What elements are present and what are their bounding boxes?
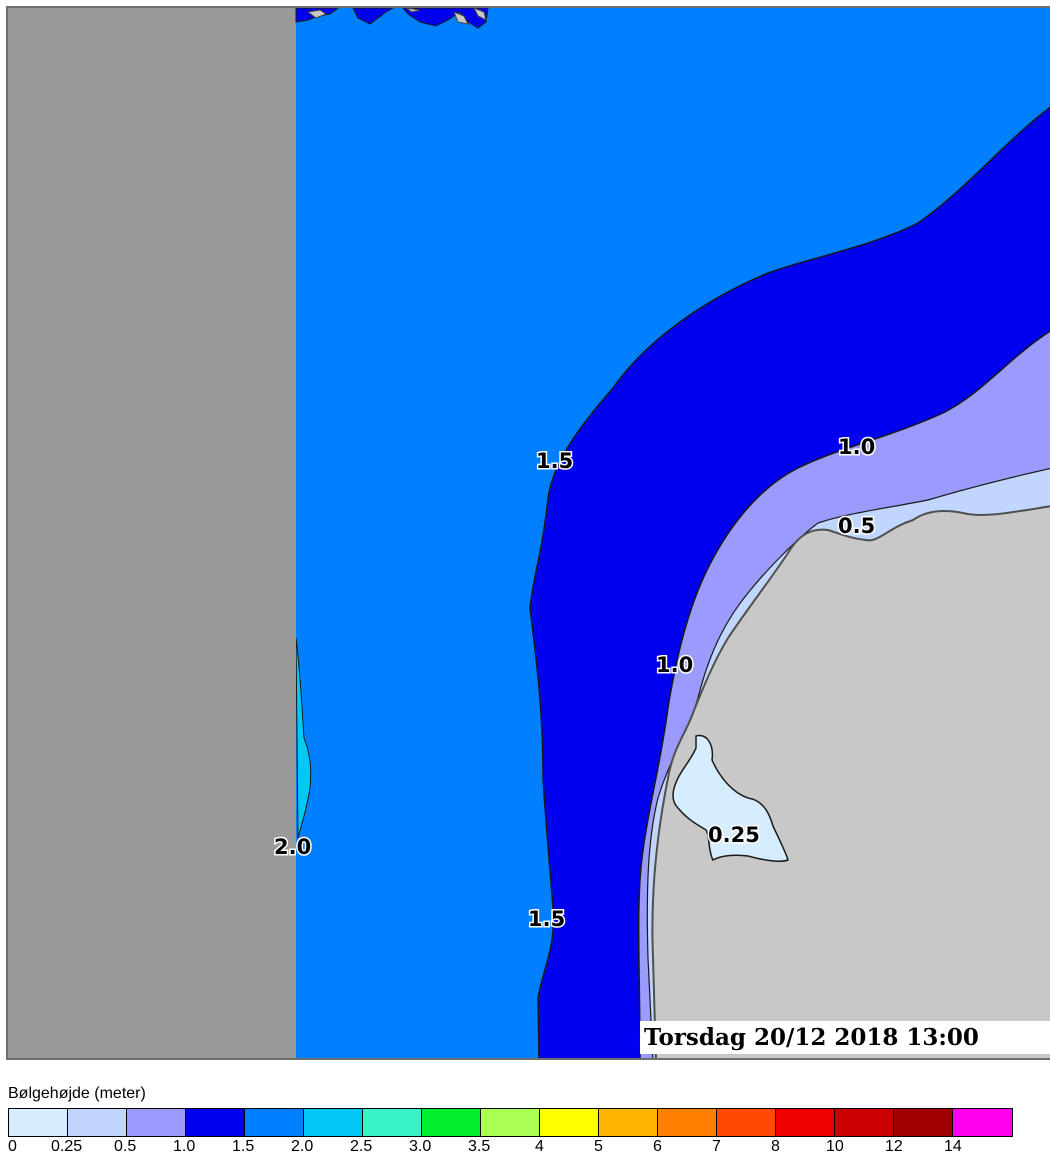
contour-label-1-0-lower: 1.0 [656,653,693,677]
legend-tick-label: 1.0 [173,1138,196,1155]
legend-swatch [481,1109,540,1136]
legend-tick-label: 5 [594,1138,603,1155]
legend-swatch [127,1109,186,1136]
legend-tick-label: 14 [944,1138,962,1155]
legend-tick-label: 7 [712,1138,721,1155]
legend-title: Bølgehøjde (meter) [8,1085,146,1102]
contour-label-0-5: 0.5 [838,514,875,538]
land-area [651,505,1050,1058]
legend-tick-label: 1.5 [232,1138,255,1155]
legend-swatch [717,1109,776,1136]
legend-tick-labels: 0 0.25 0.5 1.0 1.5 2.0 2.5 3.0 3.5 4 5 6 7 8 10 12 14 [0,1138,1050,1160]
legend-tick-label: 2.0 [291,1138,314,1155]
legend-swatch [363,1109,422,1136]
contour-label-1-0-upper: 1.0 [838,435,875,459]
legend-tick-label: 4 [535,1138,544,1155]
legend-swatch [422,1109,481,1136]
legend-tick-label: 3.0 [409,1138,432,1155]
map-canvas: 1.5 1.0 0.5 1.0 0.25 2.0 1.5 [8,8,1050,1058]
contour-label-0-25: 0.25 [708,823,760,847]
legend-swatch [68,1109,127,1136]
legend-tick-label: 3.5 [468,1138,491,1155]
contour-label-1-5-upper: 1.5 [536,449,573,473]
legend-color-bar [8,1108,1013,1137]
legend-swatch [599,1109,658,1136]
islands-top-land [306,8,487,25]
wave-height-map: 1.5 1.0 0.5 1.0 0.25 2.0 1.5 Torsdag 20/… [6,6,1050,1060]
legend-tick-label: 0.5 [114,1138,137,1155]
legend-swatch [894,1109,953,1136]
legend-swatch [658,1109,717,1136]
contour-label-1-5-lower: 1.5 [528,907,565,931]
band-2-0-to-2-5 [295,637,312,839]
legend-tick-label: 0 [8,1138,17,1155]
legend-swatch [186,1109,245,1136]
legend-tick-label: 8 [771,1138,780,1155]
forecast-timestamp: Torsdag 20/12 2018 13:00 [640,1021,1050,1054]
legend-swatch [835,1109,894,1136]
legend-tick-label: 2.5 [350,1138,373,1155]
bay-area [672,734,789,862]
contour-label-2-0: 2.0 [274,835,311,859]
legend-swatch [953,1109,1012,1136]
legend-swatch [9,1109,68,1136]
off-grid-area [8,8,296,1058]
legend-swatch [245,1109,304,1136]
legend-tick-label: 12 [885,1138,903,1155]
legend-swatch [304,1109,363,1136]
legend-swatch [540,1109,599,1136]
legend-swatch [776,1109,835,1136]
legend-tick-label: 10 [826,1138,844,1155]
legend-tick-label: 0.25 [51,1138,83,1155]
legend-tick-label: 6 [653,1138,662,1155]
